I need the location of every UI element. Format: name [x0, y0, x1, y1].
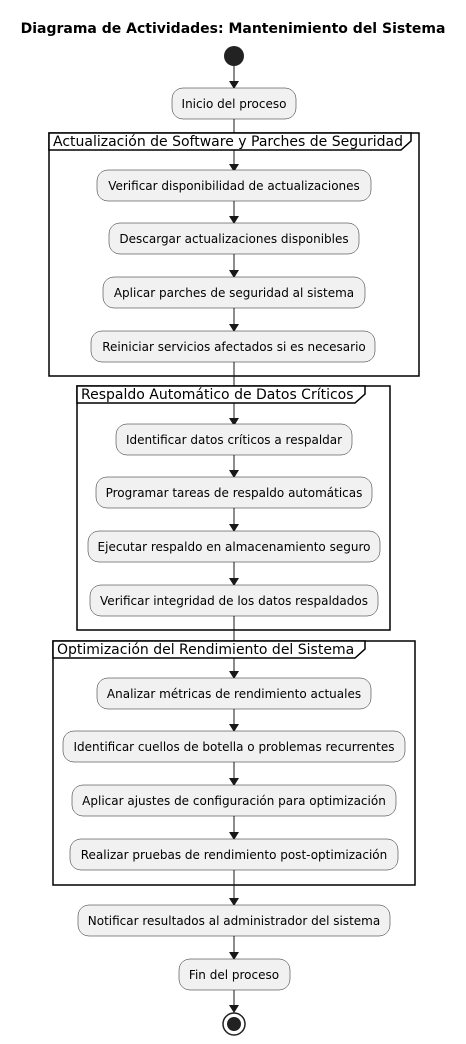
arrow — [229, 778, 239, 786]
activity-schedule-backups-label: Programar tareas de respaldo automáticas — [106, 486, 363, 500]
arrow — [229, 578, 239, 586]
arrow — [229, 164, 239, 172]
arrow — [229, 524, 239, 532]
activity-analyze-metrics-label: Analizar métricas de rendimiento actuale… — [107, 687, 361, 701]
partition-label-software-update: Actualización de Software y Parches de S… — [53, 134, 403, 150]
arrow — [229, 671, 239, 679]
activity-verify-backup-label: Verificar integridad de los datos respal… — [100, 594, 368, 608]
arrow — [229, 216, 239, 224]
partition-label-backup: Respaldo Automático de Datos Críticos — [81, 387, 354, 403]
activity-start-process-label: Inicio del proceso — [182, 97, 287, 111]
partition-tab — [48, 132, 412, 151]
activity-performance-tests-label: Realizar pruebas de rendimiento post-opt… — [81, 848, 388, 862]
activity-end-process-label: Fin del proceso — [189, 968, 279, 982]
start-node — [224, 46, 244, 66]
activity-apply-patches-label: Aplicar parches de seguridad al sistema — [114, 286, 354, 300]
arrow — [229, 1005, 239, 1013]
activity-download-updates-label: Descargar actualizaciones disponibles — [119, 232, 348, 246]
arrow — [229, 952, 239, 960]
end-node-inner — [227, 1017, 241, 1031]
activity-apply-config-label: Aplicar ajustes de configuración para op… — [82, 794, 386, 808]
activity-restart-services-label: Reiniciar servicios afectados si es nece… — [102, 340, 366, 354]
activity-notify-admin-label: Notificar resultados al administrador de… — [88, 914, 380, 928]
activity-check-updates-label: Verificar disponibilidad de actualizacio… — [108, 179, 360, 193]
partition-label-performance: Optimización del Rendimiento del Sistema — [57, 642, 354, 658]
arrow — [229, 270, 239, 278]
diagram-title: Diagrama de Actividades: Mantenimiento d… — [21, 21, 446, 37]
activity-restart-services — [90, 330, 376, 363]
arrow — [229, 470, 239, 478]
arrow — [229, 324, 239, 332]
arrow — [229, 724, 239, 732]
activity-identify-bottlenecks-label: Identificar cuellos de botella o problem… — [73, 740, 394, 754]
partition-tab — [52, 640, 366, 659]
activity-run-backup-label: Ejecutar respaldo en almacenamiento segu… — [98, 540, 371, 554]
arrow — [229, 418, 239, 426]
partition-tab — [76, 385, 366, 404]
arrow — [229, 81, 239, 89]
arrow — [229, 832, 239, 840]
arrow — [229, 898, 239, 906]
activity-identify-critical-data-label: Identificar datos críticos a respaldar — [126, 433, 342, 447]
